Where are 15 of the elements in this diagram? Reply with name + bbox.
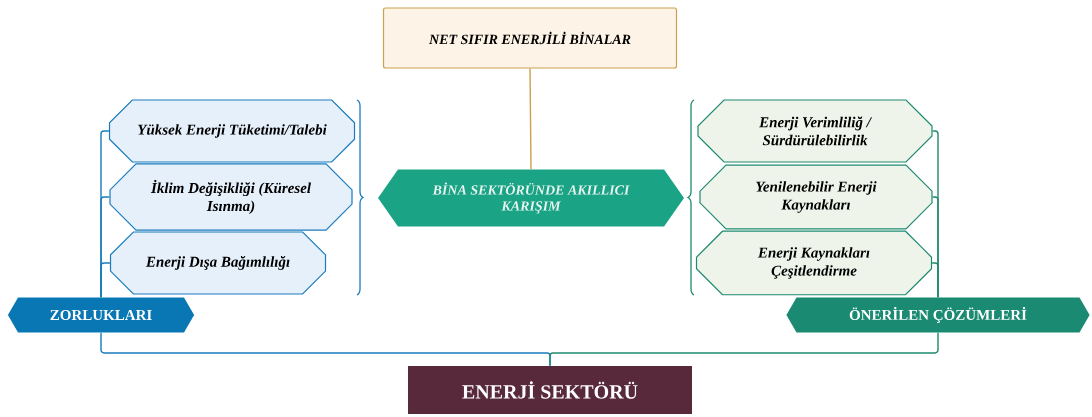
connector-line bbox=[931, 262, 939, 298]
octagon-box: Yüksek Enerji Tüketimi/Talebi bbox=[108, 99, 356, 163]
title-box: ENERJİ SEKTÖRÜ bbox=[408, 366, 692, 414]
connector-line bbox=[549, 332, 939, 367]
hexagon-banner: ÖNERİLEN ÇÖZÜMLERİ bbox=[786, 297, 1090, 333]
connector-line bbox=[100, 262, 111, 298]
octagon-box: Enerji Verimliliğ / Sürdürülebilirlik bbox=[697, 99, 933, 163]
octagon-box: Enerji Kaynakları Çeşitlendirme bbox=[695, 230, 933, 296]
process-box: NET SIFIR ENERJİLİ BİNALAR bbox=[382, 7, 678, 69]
octagon-box: Yenilenebilir Enerji Kaynakları bbox=[699, 164, 933, 230]
connector-line bbox=[529, 67, 532, 170]
hexagon-banner: BİNA SEKTÖRÜNDE AKILLICI KARIŞIM bbox=[378, 169, 684, 227]
octagon-box: Enerji Dışa Bağımlılığı bbox=[109, 231, 327, 295]
octagon-box: İklim Değişikliği (Küresel Isınma) bbox=[109, 163, 353, 231]
hexagon-banner: ZORLUKLARI bbox=[7, 297, 195, 333]
